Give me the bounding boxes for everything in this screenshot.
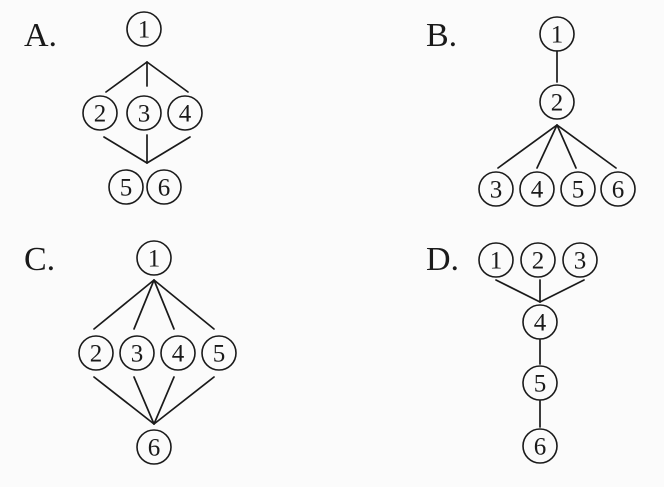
svg-text:2: 2 [94,101,107,128]
node: 3 [562,242,598,278]
svg-text:5: 5 [213,341,226,368]
node: 2 [82,95,118,131]
option-b: B. 1 2 3 4 5 6 [426,16,636,207]
svg-text:5: 5 [534,371,547,398]
svg-text:2: 2 [90,341,103,368]
edge [539,279,585,303]
node: 4 [519,171,555,207]
svg-text:4: 4 [172,341,185,368]
edge [103,136,148,164]
edge [153,279,215,330]
edge [556,124,577,169]
svg-text:6: 6 [612,177,625,204]
node: 3 [478,171,514,207]
node: 2 [539,84,575,120]
edge [133,376,155,425]
node: 1 [136,240,172,276]
node: 1 [539,16,575,52]
svg-text:2: 2 [532,248,545,275]
node: 3 [119,335,155,371]
node: 5 [560,171,596,207]
node: 6 [600,171,636,207]
node: 1 [478,242,514,278]
svg-text:3: 3 [574,248,587,275]
option-d-label: D. [426,241,459,278]
node: 6 [146,169,182,205]
svg-text:4: 4 [534,310,547,337]
edge [536,124,558,169]
svg-text:3: 3 [131,341,144,368]
node: 1 [126,11,162,47]
svg-text:3: 3 [138,101,151,128]
edge [105,61,148,93]
node: 6 [522,428,558,464]
node: 5 [108,169,144,205]
edge [93,279,155,330]
option-c: C. 1 2 3 4 5 6 [24,240,237,465]
edge [497,124,558,169]
edge [153,279,175,330]
option-b-label: B. [426,17,457,54]
node: 4 [522,304,558,340]
svg-text:1: 1 [490,248,503,275]
option-a: A. 1 2 3 4 5 6 [24,11,203,205]
edge [93,376,155,425]
svg-text:1: 1 [138,17,151,44]
node: 4 [167,95,203,131]
svg-text:1: 1 [551,22,564,49]
node: 6 [136,429,172,465]
edge [153,376,175,425]
svg-text:4: 4 [179,101,192,128]
option-c-label: C. [24,241,55,278]
svg-text:6: 6 [534,434,547,461]
node: 2 [520,242,556,278]
node: 3 [126,95,162,131]
option-d: D. 1 2 3 4 5 6 [426,241,598,464]
node: 4 [160,335,196,371]
svg-text:1: 1 [148,246,161,273]
option-a-label: A. [24,17,57,54]
svg-text:6: 6 [158,175,171,202]
edge [153,376,215,425]
edge [495,279,541,303]
svg-text:2: 2 [551,90,564,117]
svg-text:5: 5 [120,175,133,202]
svg-text:3: 3 [490,177,503,204]
node: 2 [78,335,114,371]
edge [133,279,155,330]
svg-text:5: 5 [572,177,585,204]
svg-text:4: 4 [531,177,544,204]
svg-text:6: 6 [148,435,161,462]
edge [146,61,189,93]
edge [556,124,617,169]
edge [146,136,191,164]
node: 5 [522,365,558,401]
node: 5 [201,335,237,371]
